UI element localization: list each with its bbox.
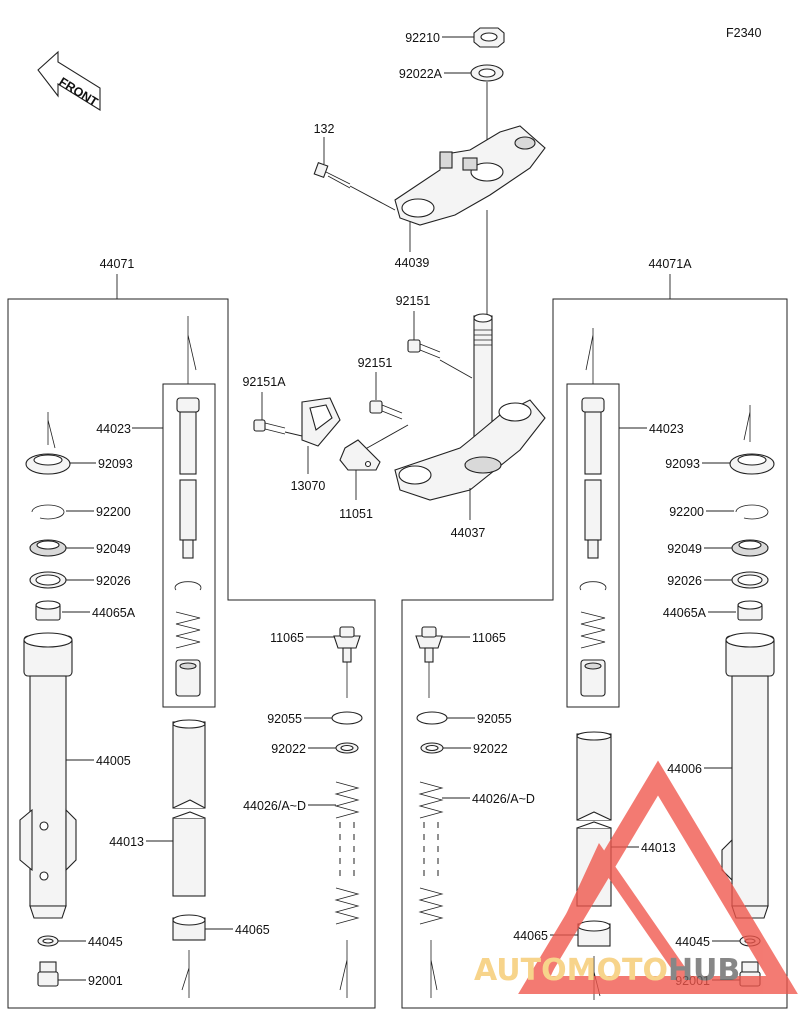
- watermark-brand: AUTOMOTOHUB: [474, 953, 740, 988]
- cartridge-piston-left: [175, 659, 201, 697]
- oil-seal-left: [29, 539, 67, 557]
- label-44065-right: 44065: [513, 929, 548, 943]
- label-92049-left: 92049: [96, 542, 131, 556]
- fork-cap-bolt-right: [415, 626, 443, 698]
- label-132: 132: [314, 122, 335, 136]
- bolt-92151A: [253, 419, 286, 435]
- label-92200-left: 92200: [96, 505, 131, 519]
- fork-spring-left: [334, 781, 360, 925]
- bushing-44065A-right: [737, 600, 763, 621]
- o-ring-92055-right: [416, 711, 448, 725]
- label-44037: 44037: [451, 526, 486, 540]
- washer-92022-right: [420, 742, 444, 754]
- label-44065A-right: 44065A: [663, 606, 707, 620]
- inner-tube-right: [576, 731, 612, 907]
- bolt-132: [313, 161, 351, 189]
- bolt-92001-left: [37, 961, 59, 987]
- inner-tube-left: [172, 719, 206, 897]
- oil-seal-right: [731, 539, 769, 557]
- label-92210: 92210: [405, 31, 440, 45]
- label-44026-right: 44026/A~D: [472, 792, 535, 806]
- label-92151-middle: 92151: [358, 356, 393, 370]
- stem-washer: [470, 64, 504, 82]
- dust-seal-right: [729, 405, 775, 475]
- outer-tube-right: [721, 632, 775, 919]
- label-92055-right: 92055: [477, 712, 512, 726]
- label-92022-right: 92022: [473, 742, 508, 756]
- bolt-92151-upper: [407, 339, 441, 359]
- snap-ring-right: [579, 581, 607, 591]
- label-44023-left: 44023: [96, 422, 131, 436]
- label-92022A: 92022A: [399, 67, 443, 81]
- steering-stem: [394, 313, 546, 501]
- label-11051: 11051: [339, 507, 373, 521]
- washer-92026-right: [731, 571, 769, 589]
- stop-ring-right: [735, 504, 769, 520]
- label-92049-right: 92049: [667, 542, 702, 556]
- label-92022-left: 92022: [271, 742, 306, 756]
- label-44045-left: 44045: [88, 935, 123, 949]
- label-44065-left: 44065: [235, 923, 270, 937]
- label-44039: 44039: [395, 256, 430, 270]
- label-92151-upper: 92151: [396, 294, 431, 308]
- upper-bracket: [394, 125, 546, 226]
- o-ring-92055-left: [331, 711, 363, 725]
- stem-nut: [473, 27, 505, 48]
- label-44023-right: 44023: [649, 422, 684, 436]
- stop-ring-left: [31, 504, 65, 520]
- label-44013-right: 44013: [641, 841, 676, 855]
- label-44071A: 44071A: [648, 257, 692, 271]
- label-44071: 44071: [100, 257, 135, 271]
- label-44026-left: 44026/A~D: [243, 799, 306, 813]
- label-92026-right: 92026: [667, 574, 702, 588]
- assembly-box-right: [401, 298, 788, 1009]
- label-44065A-left: 44065A: [92, 606, 136, 620]
- washer-92022-left: [335, 742, 359, 754]
- cartridge-piston-right: [580, 659, 606, 697]
- bushing-44065-right: [577, 920, 611, 947]
- assembly-box-left: [7, 298, 376, 1009]
- fork-cap-bolt-left: [333, 626, 361, 698]
- bolt-92151-middle: [369, 400, 403, 420]
- watermark-logo: AUTOMOTOHUB: [474, 760, 798, 994]
- label-92026-left: 92026: [96, 574, 131, 588]
- label-44006: 44006: [667, 762, 702, 776]
- label-92093-right: 92093: [665, 457, 700, 471]
- cartridge-rod-left: [176, 397, 200, 559]
- bushing-44065A-left: [35, 600, 61, 621]
- cartridge-spring-left: [175, 611, 201, 649]
- label-11065-right: 11065: [472, 631, 506, 645]
- clamp-13070: [301, 397, 341, 447]
- cartridge-box-left: [162, 383, 216, 708]
- label-92200-right: 92200: [669, 505, 704, 519]
- front-arrow-icon: FRONT: [37, 50, 101, 111]
- cartridge-spring-right: [580, 611, 606, 649]
- cartridge-rod-right: [581, 397, 605, 559]
- washer-44045-left: [37, 935, 59, 947]
- label-92093-left: 92093: [98, 457, 133, 471]
- bushing-44065-left: [172, 914, 206, 941]
- label-44005: 44005: [96, 754, 131, 768]
- label-13070: 13070: [291, 479, 326, 493]
- label-92001-left: 92001: [88, 974, 123, 988]
- figure-code: F2340: [726, 26, 761, 40]
- label-44013-left: 44013: [109, 835, 144, 849]
- fork-spring-right: [418, 781, 444, 925]
- label-44045-right: 44045: [675, 935, 710, 949]
- label-92151A: 92151A: [242, 375, 286, 389]
- label-92055-left: 92055: [267, 712, 302, 726]
- snap-ring-left: [174, 581, 202, 591]
- dust-seal-left: [25, 412, 71, 475]
- outer-tube-left: [19, 632, 77, 919]
- label-11065-left: 11065: [270, 631, 304, 645]
- bracket-11051: [339, 439, 381, 471]
- washer-92026-left: [29, 571, 67, 589]
